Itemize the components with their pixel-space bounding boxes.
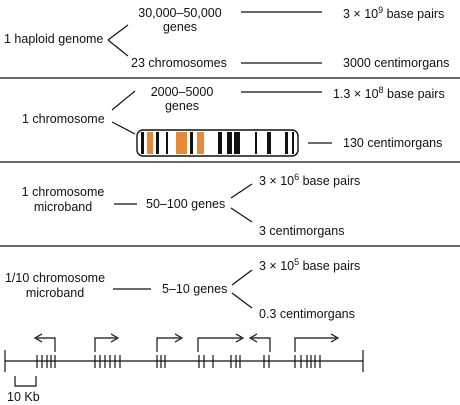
genes-word-label: genes bbox=[165, 99, 199, 113]
band-orange bbox=[147, 132, 153, 154]
genes-word-label: genes bbox=[163, 20, 197, 34]
chromosome-ideogram bbox=[136, 129, 299, 157]
band-black bbox=[267, 132, 271, 154]
branch-line-upper bbox=[111, 90, 136, 111]
branch-line-lower bbox=[111, 121, 136, 135]
tenth-microband-label-line1: 1/10 chromosome bbox=[5, 271, 105, 285]
base-pairs-label: 1.3 × 108 base pairs bbox=[333, 85, 445, 101]
panel-haploid-genome: 1 haploid genome 30,000–50,000 genes 23 … bbox=[4, 5, 449, 70]
branch-line-lower bbox=[231, 292, 253, 309]
band-black bbox=[166, 132, 168, 154]
gene-map: 10 Kb bbox=[4, 333, 364, 404]
branch-line-upper bbox=[230, 183, 253, 199]
microband-label-line2: microband bbox=[34, 200, 92, 214]
base-pairs-label: 3 × 105 base pairs bbox=[259, 257, 360, 273]
band-black bbox=[227, 132, 232, 154]
band-black bbox=[285, 132, 288, 154]
scale-bar-label: 10 Kb bbox=[7, 390, 40, 404]
genes-count-label: 2000–5000 bbox=[151, 85, 214, 99]
base-pairs-label: 3 × 109 base pairs bbox=[343, 5, 444, 21]
microband-label-line1: 1 chromosome bbox=[22, 185, 105, 199]
chromosome-label: 1 chromosome bbox=[22, 112, 105, 126]
band-black bbox=[292, 132, 294, 154]
chromosome-count-label: 23 chromosomes bbox=[131, 56, 227, 70]
tenth-microband-label-line2: microband bbox=[26, 286, 84, 300]
branch-line-lower bbox=[230, 207, 253, 223]
base-pairs-label: 3 × 106 base pairs bbox=[259, 172, 360, 188]
genes-count-label: 30,000–50,000 bbox=[138, 6, 221, 20]
transcription-arrow-forward bbox=[94, 333, 120, 352]
branch-line-upper bbox=[107, 24, 129, 41]
band-black bbox=[156, 132, 159, 154]
centimorgans-label: 3 centimorgans bbox=[259, 224, 344, 238]
transcription-arrow-forward bbox=[197, 333, 245, 352]
centimorgans-label: 130 centimorgans bbox=[343, 136, 442, 150]
branch-line-upper bbox=[231, 269, 253, 286]
transcription-arrow-reverse bbox=[248, 333, 271, 352]
centimorgans-label: 0.3 centimorgans bbox=[259, 307, 355, 321]
branch-line-lower bbox=[107, 39, 129, 57]
scale-bar bbox=[14, 376, 37, 387]
band-black bbox=[234, 132, 240, 154]
transcription-arrow-reverse bbox=[33, 333, 56, 352]
band-black bbox=[190, 132, 193, 154]
centimorgans-label: 3000 centimorgans bbox=[343, 56, 449, 70]
band-black bbox=[255, 132, 257, 154]
band-black bbox=[218, 132, 222, 154]
band-orange bbox=[176, 132, 187, 154]
panel-microband: 1 chromosome microband 50–100 genes 3 × … bbox=[22, 172, 361, 238]
haploid-genome-label: 1 haploid genome bbox=[4, 32, 103, 46]
transcription-arrow-forward bbox=[156, 333, 184, 352]
transcription-arrow-forward bbox=[294, 333, 340, 352]
panel-tenth-microband: 1/10 chromosome microband 5–10 genes 3 ×… bbox=[5, 257, 360, 321]
gene-count-label: 5–10 genes bbox=[162, 282, 227, 296]
exon-ticks bbox=[36, 355, 321, 368]
band-orange bbox=[197, 132, 204, 154]
gene-count-label: 50–100 genes bbox=[146, 197, 225, 211]
panel-chromosome: 1 chromosome 2000–5000 genes 1.3 × 108 b… bbox=[22, 85, 445, 157]
band-black bbox=[141, 132, 144, 154]
